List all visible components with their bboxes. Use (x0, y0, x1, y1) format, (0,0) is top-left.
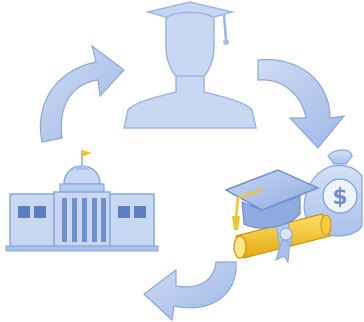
university-building-icon (5, 150, 159, 252)
cycle-arrow-to-graduate (39, 44, 125, 143)
graduate-silhouette-icon (123, 1, 257, 129)
graduation-cap-icon (224, 169, 320, 230)
cycle-arrow-to-institution (143, 261, 237, 322)
money-bag-cap-diploma-icon: $ (224, 149, 363, 264)
cycle-arrow-to-costs (257, 59, 346, 149)
dollar-symbol: $ (332, 185, 347, 210)
diploma-icon (233, 213, 332, 264)
